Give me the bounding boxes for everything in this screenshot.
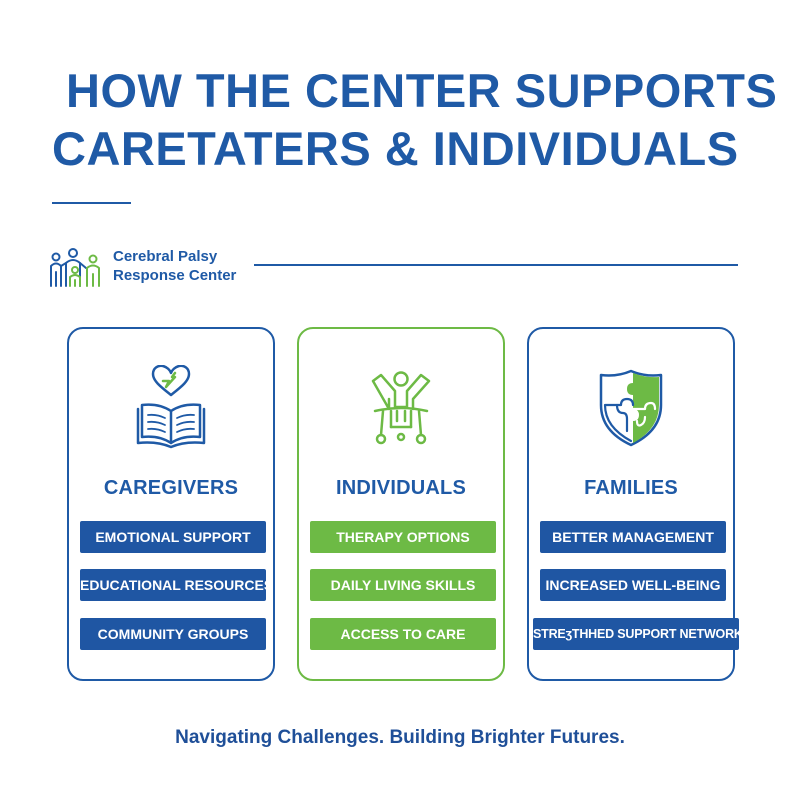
title-underline	[52, 202, 131, 204]
card-title: FAMILIES	[584, 477, 678, 499]
pill-better-management: BETTER MANAGEMENT	[540, 521, 726, 553]
pill-therapy-options: THERAPY OPTIONS	[310, 521, 496, 553]
pill-community-groups: COMMUNITY GROUPS	[80, 618, 266, 650]
pill-daily-living-skills: DAILY LIVING SKILLS	[310, 569, 496, 601]
book-with-heart-icon	[136, 365, 206, 449]
card-title: INDIVIDUALS	[336, 477, 466, 499]
caregivers-card: CAREGIVERS EMOTIONAL SUPPORT EDUCATIONAL…	[67, 327, 275, 681]
puzzle-shield-icon	[599, 369, 663, 447]
page-title: HOW THE CENTER SUPPORTS CARETATERS & IND…	[52, 62, 778, 178]
card-title: CAREGIVERS	[103, 477, 239, 499]
person-in-walker-icon	[371, 371, 431, 445]
page-title-line-2: CARETATERS & INDIVIDUALS	[52, 122, 739, 175]
page-title-line-1: HOW THE CENTER SUPPORTS	[66, 64, 778, 117]
pill-increased-well-being: INCREASED WELL-BEING	[540, 569, 726, 601]
pill-emotional-support: EMOTIONAL SUPPORT	[80, 521, 266, 553]
brand-line-1: Cerebral Palsy	[113, 248, 218, 265]
families-card: FAMILIES BETTER MANAGEMENT INCREASED WEL…	[527, 327, 743, 681]
pill-support-network: STREʒTHHED SUPPORT NETWORK	[533, 618, 743, 650]
header-divider	[254, 264, 738, 266]
family-logo-icon	[50, 248, 100, 287]
pill-access-to-care: ACCESS TO CARE	[310, 618, 496, 650]
tagline: Navigating Challenges. Building Brighter…	[175, 727, 625, 748]
brand-line-2: Response Center	[113, 267, 237, 284]
individuals-card: INDIVIDUALS THERAPY OPTIONS DAILY LIVING…	[297, 327, 505, 681]
brand-name: Cerebral Palsy Response Center	[113, 247, 236, 285]
pill-educational-resources: EDUCATIONAL RESOURCES	[80, 569, 273, 601]
